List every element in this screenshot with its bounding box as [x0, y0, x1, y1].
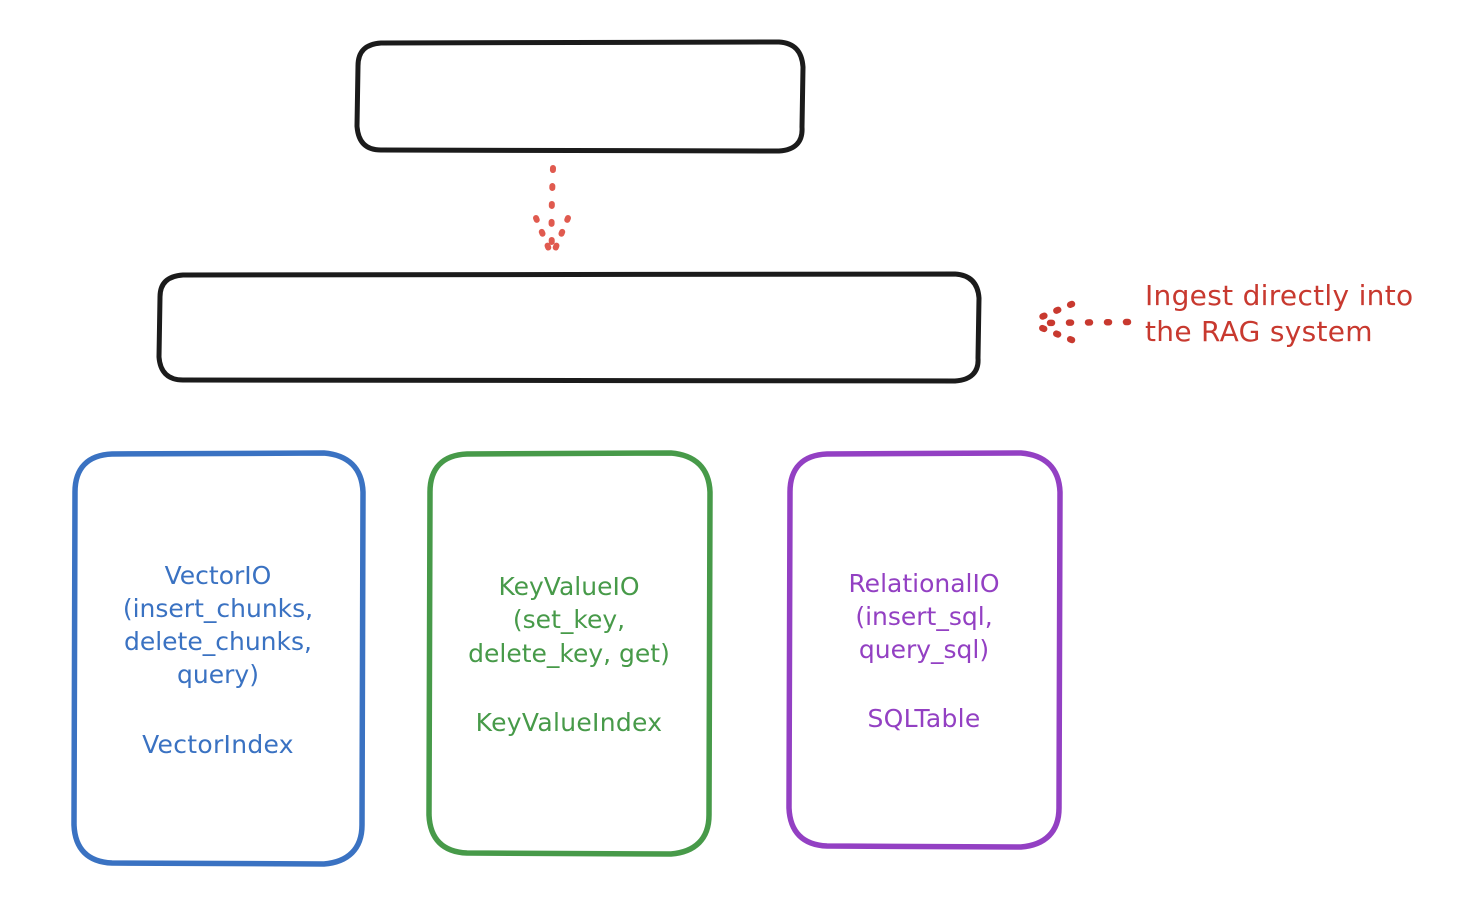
relational-io-api-label: RelationalIO (insert_sql, query_sql)	[848, 568, 1000, 665]
node-rag-tool[interactable]: RAG Tool	[156, 271, 982, 384]
vector-io-api-label: VectorIO (insert_chunks, delete_chunks, …	[122, 560, 314, 690]
node-agent[interactable]: AGENT	[354, 39, 806, 154]
key-value-io-index-label: KeyValueIndex	[475, 707, 663, 737]
key-value-io-api-label: KeyValueIO (set_key, delete_key, get)	[468, 572, 670, 668]
relational-io-index-label: SQLTable	[867, 704, 981, 734]
key-value-io-box-outline	[426, 450, 713, 857]
ingest-annotation-label: Ingest directly into the RAG system	[1145, 279, 1414, 348]
vector-io-index-label: VectorIndex	[142, 729, 294, 759]
rag-tool-box-outline	[156, 271, 982, 384]
node-relational-io[interactable]: RelationalIO (insert_sql, query_sql) SQL…	[785, 450, 1063, 850]
node-key-value-io[interactable]: KeyValueIO (set_key, delete_key, get) Ke…	[425, 450, 713, 857]
relational-io-box-outline	[786, 450, 1063, 850]
agent-box-outline	[354, 39, 806, 154]
vector-io-box-outline	[71, 450, 366, 867]
edge-agent-to-rag-tool	[533, 165, 571, 257]
node-vector-io[interactable]: VectorIO (insert_chunks, delete_chunks, …	[70, 450, 366, 867]
edge-ingest-into-rag	[1028, 300, 1132, 344]
